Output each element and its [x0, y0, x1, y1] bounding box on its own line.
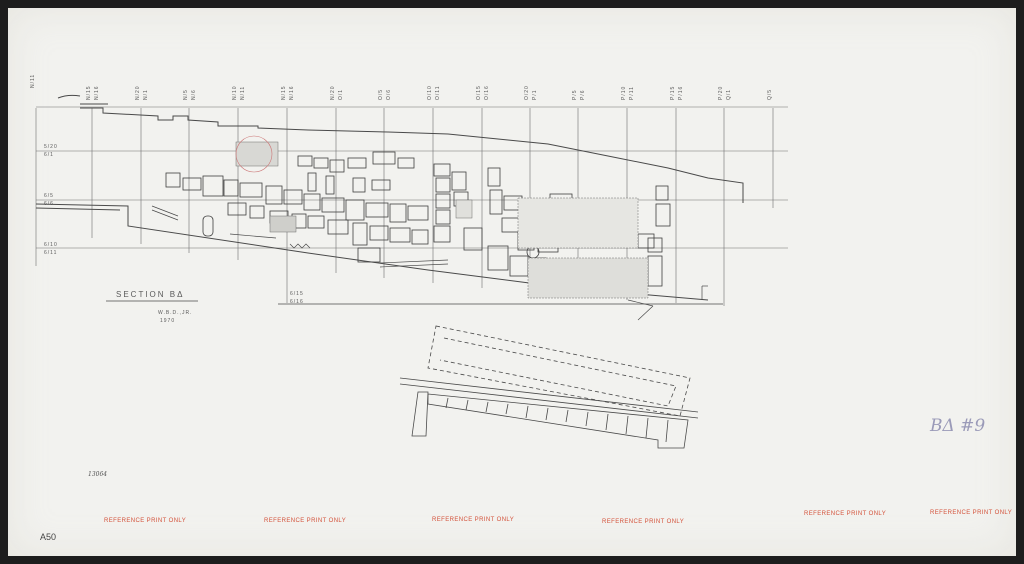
archive-number: 13064 [88, 471, 108, 478]
col-label: N/15 [281, 85, 287, 100]
col-label: N/16 [289, 85, 295, 100]
sheet-id-note: BΔ #9 [930, 416, 986, 436]
drawing-year: 1970 [160, 318, 176, 324]
col-label: O/10 [427, 85, 433, 100]
col-label: N/1 [143, 89, 149, 100]
reference-stamp: REFERENCE PRINT ONLY [602, 519, 685, 525]
col-label: O/6 [386, 88, 392, 100]
col-label: N/20 [330, 85, 336, 100]
col-label: P/16 [678, 85, 684, 100]
col-label: O/11 [435, 85, 441, 100]
author-initials: W.B.D.,JR. [158, 310, 193, 316]
row-label: 6/16 [290, 299, 304, 305]
row-label: 6/6 [44, 201, 54, 207]
col-label: O/15 [476, 85, 482, 100]
col-label: N/6 [191, 89, 197, 100]
col-label: N/20 [135, 85, 141, 100]
reference-stamp: REFERENCE PRINT ONLY [264, 518, 347, 524]
col-label: N/11 [30, 73, 36, 88]
site-plan-drawing [35, 94, 788, 449]
reference-stamp: REFERENCE PRINT ONLY [104, 518, 187, 524]
row-label: 6/1 [44, 152, 54, 158]
reference-stamp: REFERENCE PRINT ONLY [432, 517, 515, 523]
reference-stamp: REFERENCE PRINT ONLY [804, 511, 887, 517]
col-label: O/5 [378, 88, 384, 100]
col-label: N/15 [86, 85, 92, 100]
row-label: 6/10 [44, 242, 58, 248]
row-label: 6/15 [290, 291, 304, 297]
col-label: N/10 [232, 85, 238, 100]
row-label: 6/11 [44, 250, 58, 256]
col-label: N/11 [240, 85, 246, 100]
col-label: P/15 [670, 85, 676, 100]
plate-number: A50 [40, 532, 57, 542]
col-label: O/1 [338, 88, 344, 100]
row-label: 5/20 [44, 144, 58, 150]
col-label: Q/1 [726, 88, 732, 100]
col-label: O/16 [484, 85, 490, 100]
col-label: P/6 [580, 89, 586, 100]
section-title: SECTION BΔ [116, 290, 185, 299]
col-label: P/11 [629, 86, 635, 100]
col-label: P/1 [532, 89, 538, 100]
col-label: N/16 [94, 85, 100, 100]
col-label: N/5 [183, 89, 189, 100]
col-label: P/5 [572, 89, 578, 100]
col-label: P/20 [718, 85, 724, 100]
drawing-sheet: N/11 N/15 N/16 N/20 N/1 N/5 N/6 N/10 N/1… [8, 8, 1016, 556]
col-label: Q/5 [767, 88, 773, 100]
col-label: P/10 [621, 85, 627, 100]
col-label: O/20 [524, 85, 530, 100]
reference-stamp: REFERENCE PRINT ONLY [930, 510, 1013, 516]
row-label: 6/5 [44, 193, 54, 199]
